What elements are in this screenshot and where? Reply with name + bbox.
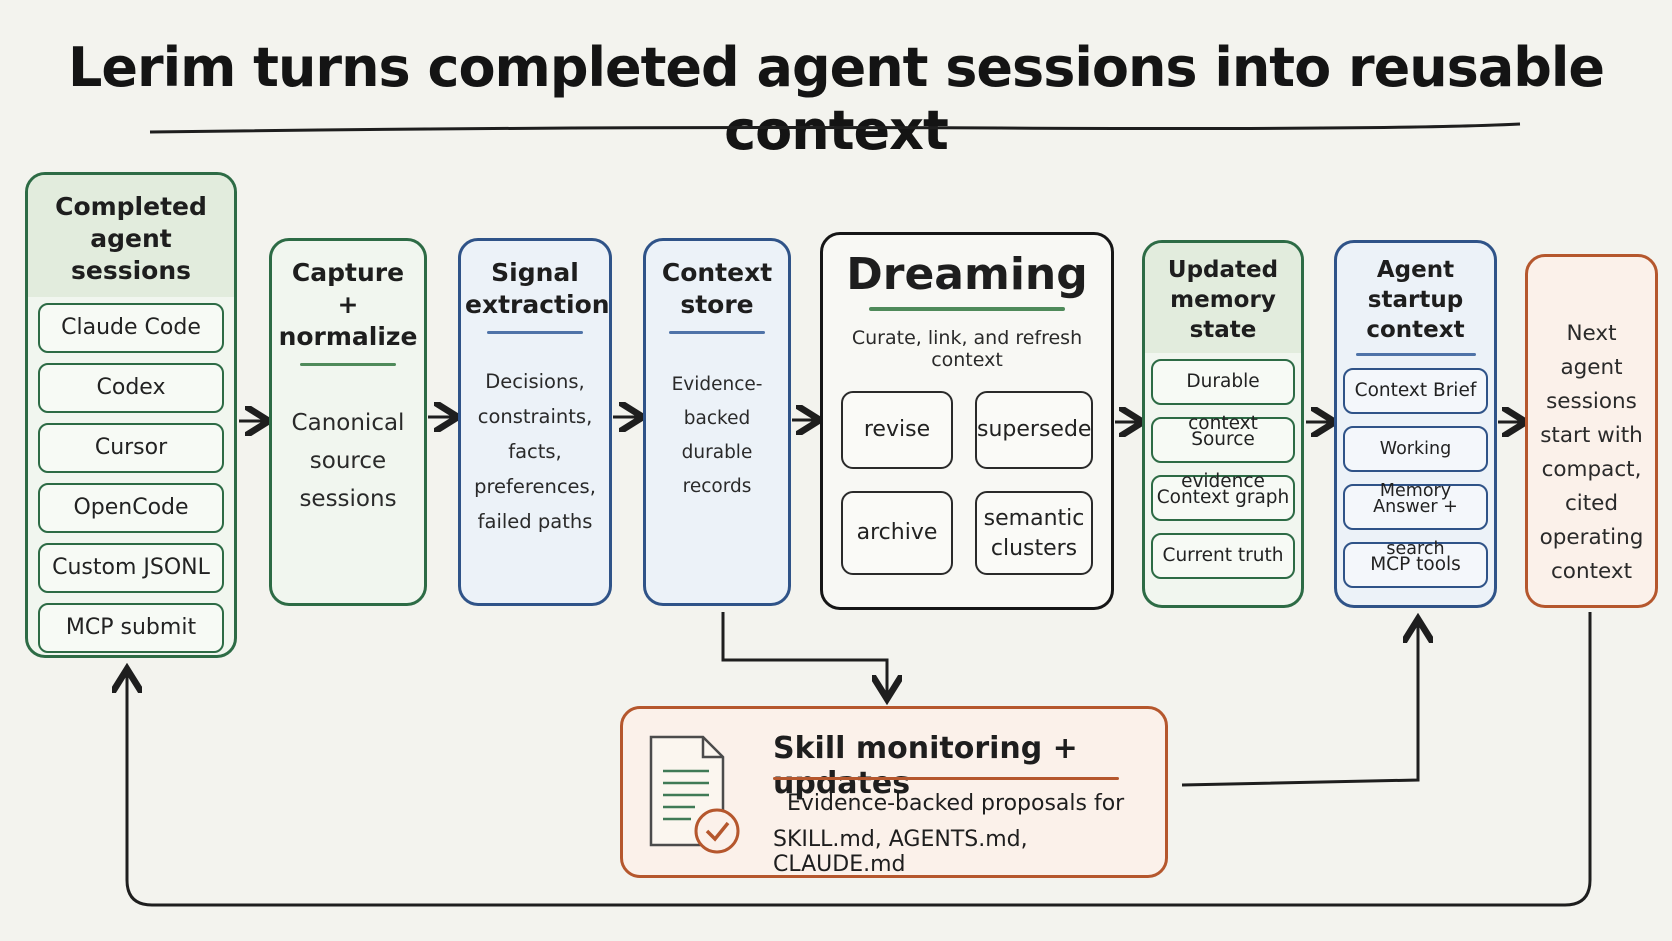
next-sessions-body: Next agent sessions start with compact, … (1539, 321, 1644, 584)
dreaming-subtitle: Curate, link, and refresh context (851, 327, 1083, 371)
memory-durable-context: Durable context (1151, 359, 1295, 434)
memory-context-graph: Context graph (1151, 475, 1295, 521)
startup-heading: Agent startup context (1366, 257, 1465, 343)
dreaming-revise: revise (841, 391, 953, 469)
source-opencode: OpenCode (38, 483, 224, 533)
skill-line1: Evidence-backed proposals for (787, 791, 1125, 816)
title-underline (149, 122, 1521, 134)
dreaming-semantic-clusters: semantic clusters (975, 491, 1093, 575)
dreaming-heading: Dreaming (846, 249, 1088, 300)
signal-card: Signal extraction Decisions, constraints… (458, 238, 612, 606)
sessions-heading: Completed agent sessions (28, 175, 234, 297)
source-mcp-submit: MCP submit (38, 603, 224, 653)
diagram-title: Lerim turns completed agent sessions int… (67, 36, 1605, 162)
memory-card: Updated memory state Durable context Sou… (1142, 240, 1304, 608)
memory-source-evidence: Source evidence (1151, 417, 1295, 492)
context-store-heading: Context store (661, 258, 773, 319)
startup-answer-search: Answer + search (1343, 484, 1488, 559)
arrow-store-skill (721, 612, 887, 696)
sessions-card: Completed agent sessions Claude Code Cod… (25, 172, 237, 658)
next-sessions-card: Next agent sessions start with compact, … (1525, 254, 1658, 608)
memory-heading: Updated memory state (1145, 243, 1301, 353)
memory-current-truth: Current truth (1151, 533, 1295, 579)
signal-body: Decisions, constraints, facts, preferenc… (474, 370, 596, 533)
context-store-card: Context store Evidence-backed durable re… (643, 238, 791, 606)
skill-line2: SKILL.md, AGENTS.md, CLAUDE.md (773, 827, 1028, 877)
skill-heading: Skill monitoring + updates (773, 731, 1078, 801)
capture-body: Canonical source sessions (291, 410, 405, 512)
dreaming-supersede: supersede (975, 391, 1093, 469)
signal-heading: Signal extraction (465, 258, 610, 319)
source-claude-code: Claude Code (38, 303, 224, 353)
arrow-skill-startup (1181, 622, 1418, 787)
startup-working-memory: Working Memory (1343, 426, 1488, 501)
context-store-body: Evidence-backed durable records (671, 374, 763, 497)
startup-mcp-tools: MCP tools (1343, 542, 1488, 588)
dreaming-archive: archive (841, 491, 953, 575)
arrow-feedback-loop (127, 612, 1592, 907)
startup-context-brief: Context Brief (1343, 368, 1488, 414)
capture-card: Capture + normalize Canonical source ses… (269, 238, 427, 606)
skill-card: Skill monitoring + updates Evidence-back… (620, 706, 1168, 878)
source-custom-jsonl: Custom JSONL (38, 543, 224, 593)
dreaming-card: Dreaming Curate, link, and refresh conte… (820, 232, 1114, 610)
source-cursor: Cursor (38, 423, 224, 473)
document-check-icon (649, 735, 740, 854)
source-codex: Codex (38, 363, 224, 413)
capture-heading: Capture + normalize (278, 258, 418, 351)
startup-card: Agent startup context Context Brief Work… (1334, 240, 1497, 608)
